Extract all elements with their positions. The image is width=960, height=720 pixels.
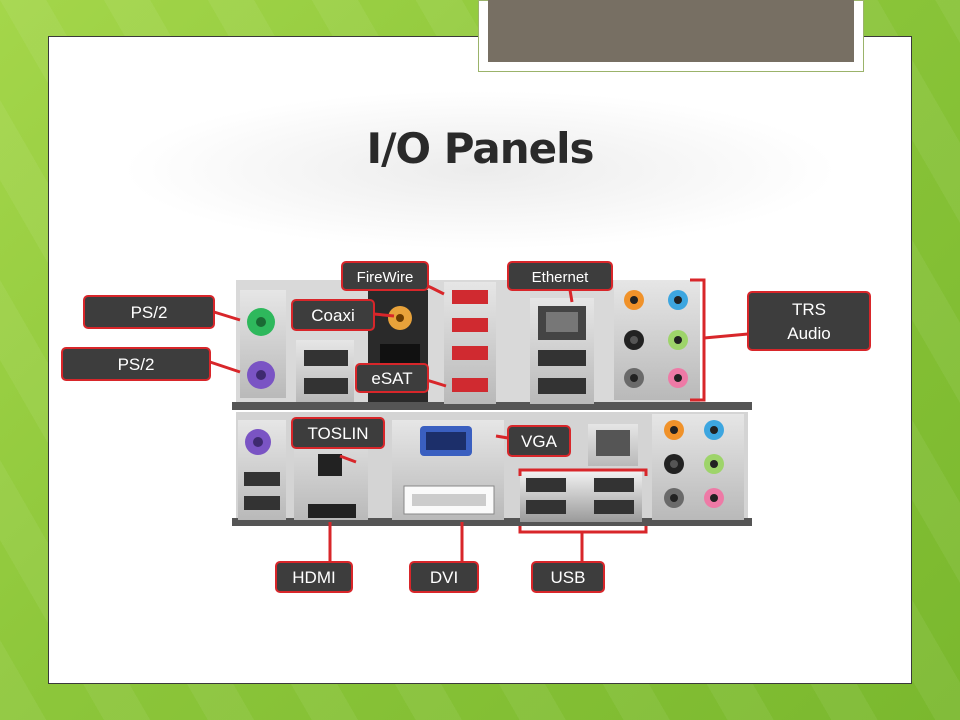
- firewire-esata-column: [444, 282, 496, 404]
- vga-dvi-block: [392, 420, 504, 520]
- label-ps2-top: PS/2: [83, 295, 215, 329]
- label-hdmi: HDMI: [275, 561, 353, 593]
- label-usb: USB: [531, 561, 605, 593]
- usb-cluster-lower: [520, 470, 642, 522]
- svg-text:TOSLIN: TOSLIN: [307, 424, 368, 443]
- ethernet-lower: [588, 424, 638, 466]
- label-toslin: TOSLIN: [291, 417, 385, 449]
- svg-text:Coaxi: Coaxi: [311, 306, 354, 325]
- label-vga: VGA: [507, 425, 571, 457]
- label-coaxi: Coaxi: [291, 299, 375, 331]
- audio-jacks-top: [614, 280, 700, 400]
- svg-text:eSAT: eSAT: [371, 369, 412, 388]
- svg-text:VGA: VGA: [521, 432, 558, 451]
- page-title: I/O Panels: [366, 124, 594, 173]
- ps2-port-purple: [247, 361, 275, 389]
- label-trs-audio: TRS Audio: [747, 291, 871, 351]
- header-tab-fill: [488, 0, 854, 62]
- svg-text:DVI: DVI: [430, 568, 458, 587]
- audio-jacks-lower: [652, 414, 744, 520]
- label-firewire: FireWire: [341, 261, 429, 291]
- label-ps2-bottom: PS/2: [61, 347, 211, 381]
- svg-text:HDMI: HDMI: [292, 568, 335, 587]
- svg-text:Ethernet: Ethernet: [532, 269, 590, 286]
- svg-text:FireWire: FireWire: [357, 269, 414, 286]
- ps2-port-lower: [238, 420, 286, 520]
- svg-text:Audio: Audio: [787, 324, 830, 343]
- svg-text:PS/2: PS/2: [118, 355, 155, 374]
- ethernet-usb-stack: [530, 298, 594, 404]
- callout-lines: [209, 276, 749, 562]
- label-dvi: DVI: [409, 561, 479, 593]
- svg-text:PS/2: PS/2: [131, 303, 168, 322]
- label-esat: eSAT: [355, 363, 429, 393]
- svg-text:USB: USB: [551, 568, 586, 587]
- svg-text:TRS: TRS: [792, 300, 826, 319]
- usb-stack-left-top: [296, 340, 354, 402]
- label-ethernet: Ethernet: [507, 261, 613, 291]
- title-glow: [120, 90, 840, 250]
